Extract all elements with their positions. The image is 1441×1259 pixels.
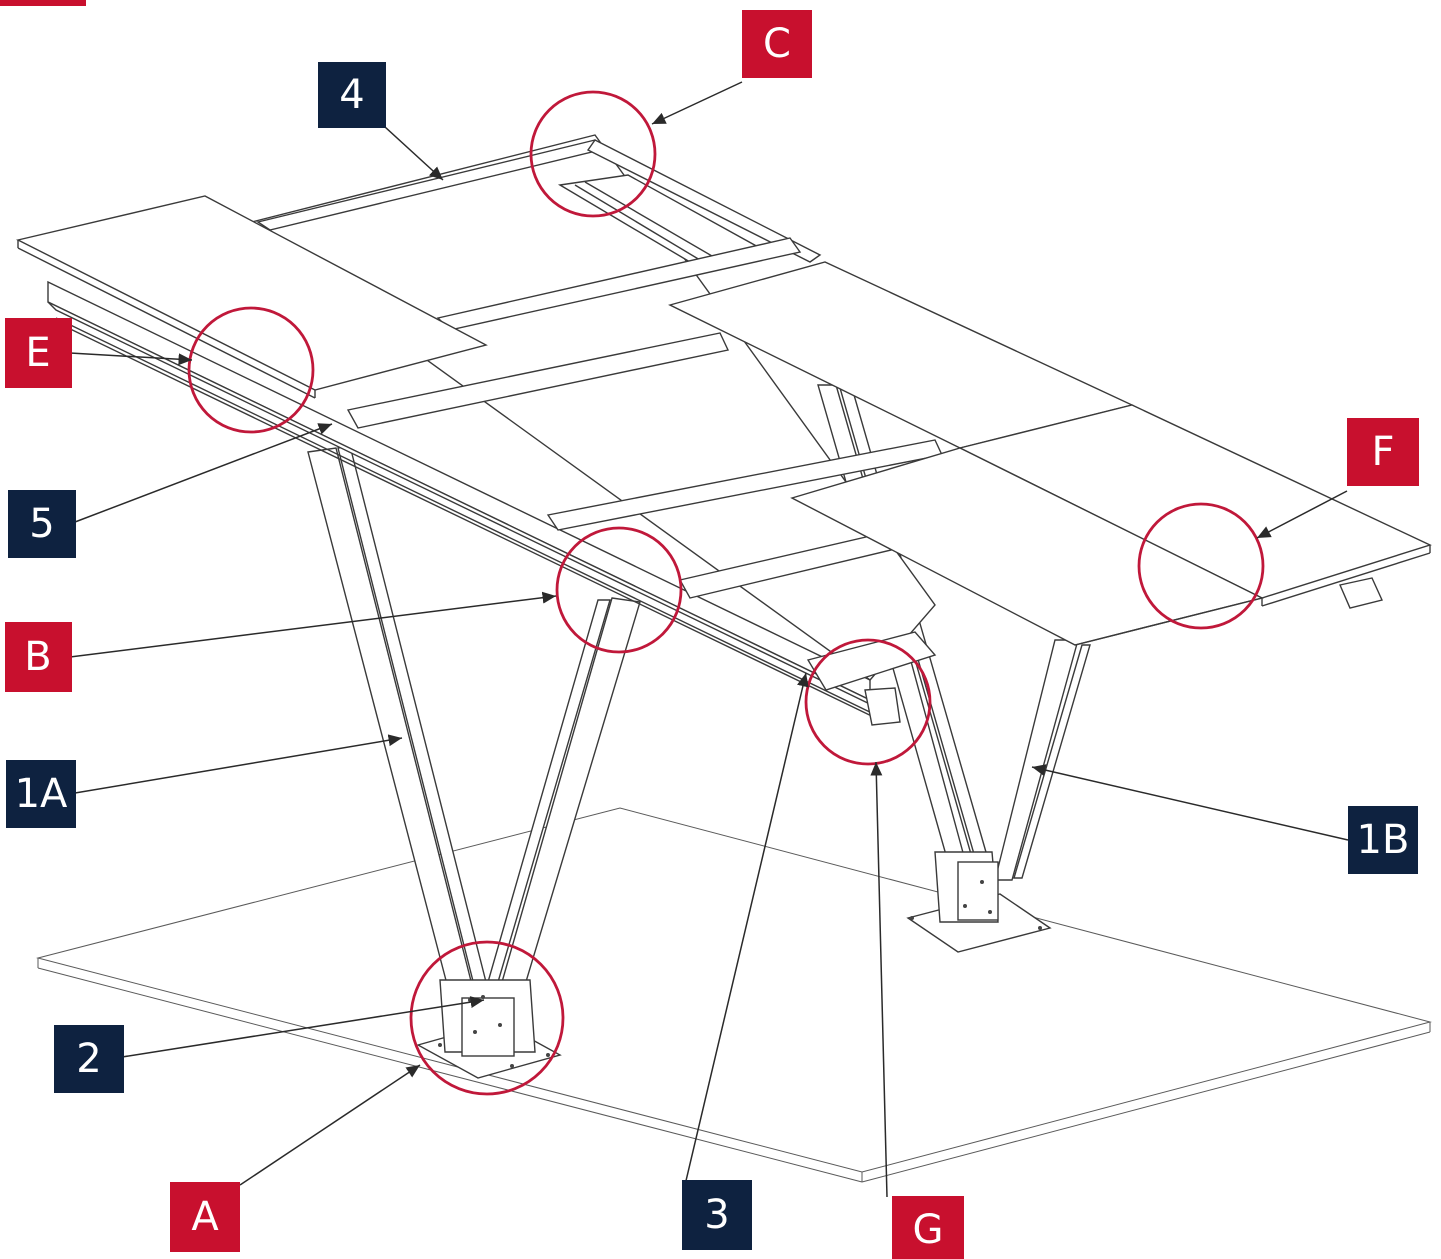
callout-c-text: C [763,21,791,67]
front-v-leg [307,445,641,1079]
leader-c [651,81,743,125]
ground-slab [36,807,1432,1183]
corner-tag [0,0,86,6]
callout-3-text: 3 [704,1192,729,1238]
callout-5: 5 [8,490,76,558]
callout-2: 2 [54,1025,124,1093]
callout-b: B [5,622,72,692]
callout-g: G [892,1196,964,1259]
detail-circle-a [409,940,565,1096]
callout-3: 3 [682,1180,752,1250]
leader-b [69,591,557,658]
callout-g-text: G [913,1207,944,1253]
detail-circle-f [1137,502,1265,630]
callout-f: F [1347,418,1419,486]
leader-1a [74,734,403,794]
leader-3 [684,672,809,1186]
detail-circle-g [804,638,932,766]
callout-e-text: E [25,330,50,376]
callout-1a: 1A [6,760,76,828]
leader-a [239,1064,421,1186]
callout-4: 4 [318,62,386,128]
callout-e: E [5,318,72,388]
solar-panels [15,195,1432,646]
callout-a-text: A [191,1194,219,1240]
callout-a: A [170,1182,240,1252]
leader-1b [1031,764,1349,841]
callout-1a-text: 1A [15,771,68,817]
leader-g [870,761,888,1198]
callout-c: C [742,10,812,78]
callout-labels: C 4 E 5 B 1A 2 A [5,10,1419,1259]
callout-1b-text: 1B [1357,817,1410,863]
callout-f-text: F [1371,429,1394,475]
callout-1b: 1B [1348,806,1418,874]
callout-4-text: 4 [339,72,364,118]
leader-e [69,352,193,366]
detail-circle-c [529,90,657,218]
leader-4 [384,126,444,181]
leader-5 [74,423,333,523]
callout-b-text: B [24,634,51,680]
roof-frame [47,134,944,726]
detail-circles [187,90,1265,1096]
callout-2-text: 2 [76,1036,101,1082]
leader-lines [69,81,1349,1198]
leader-f [1256,490,1348,539]
detail-circle-b [555,526,683,654]
detail-circle-e [187,306,315,434]
callout-5-text: 5 [29,501,54,547]
leader-2 [121,996,485,1058]
